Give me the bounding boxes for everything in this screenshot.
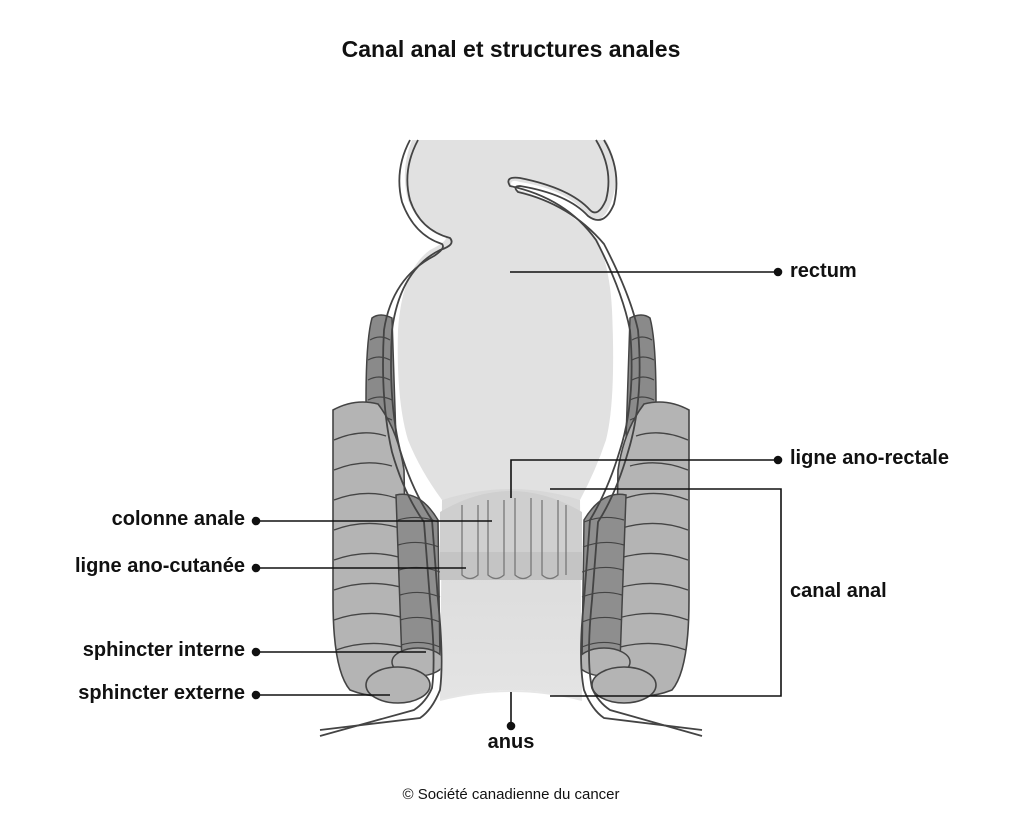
label-ligne-ano-rectale: ligne ano-rectale	[790, 447, 949, 469]
anus-leader-dot	[506, 721, 516, 731]
rectal-wall-right	[507, 139, 703, 737]
rectum-leader-dot	[773, 267, 783, 277]
anal-columns	[461, 498, 567, 580]
label-canal-anal: canal anal	[790, 580, 887, 602]
rectal-wall-left	[319, 139, 453, 737]
ligne-ano-rectale-leader-dot	[773, 455, 783, 465]
label-rectum: rectum	[790, 260, 857, 282]
sphincter-interne-leader-dot	[251, 647, 261, 657]
colonne-anale-leader-dot	[251, 516, 261, 526]
diagram-title: Canal anal et structures anales	[341, 36, 681, 62]
label-anus: anus	[487, 731, 535, 753]
ligne-ano-rectale-leader	[510, 459, 778, 498]
external-sphincter-left	[332, 401, 409, 697]
external-sphincter-subcutaneous-right	[591, 666, 657, 704]
ligne-ano-cutanee-leader-dot	[251, 563, 261, 573]
pecten-zone	[440, 552, 582, 580]
label-ligne-ano-cutanee: ligne ano-cutanée	[74, 555, 245, 577]
label-colonne-anale: colonne anale	[111, 508, 245, 530]
label-sphincter-interne: sphincter interne	[82, 639, 245, 661]
canal-anal-bracket	[550, 488, 782, 697]
label-sphincter-externe: sphincter externe	[78, 682, 245, 704]
internal-sphincter-right	[577, 493, 631, 677]
external-sphincter-subcutaneous-left	[365, 666, 431, 704]
rectum-body	[397, 140, 616, 500]
external-sphincter-right	[613, 401, 690, 697]
copyright-credit: © Société canadienne du cancer	[402, 786, 620, 803]
sphincter-externe-leader-dot	[251, 690, 261, 700]
